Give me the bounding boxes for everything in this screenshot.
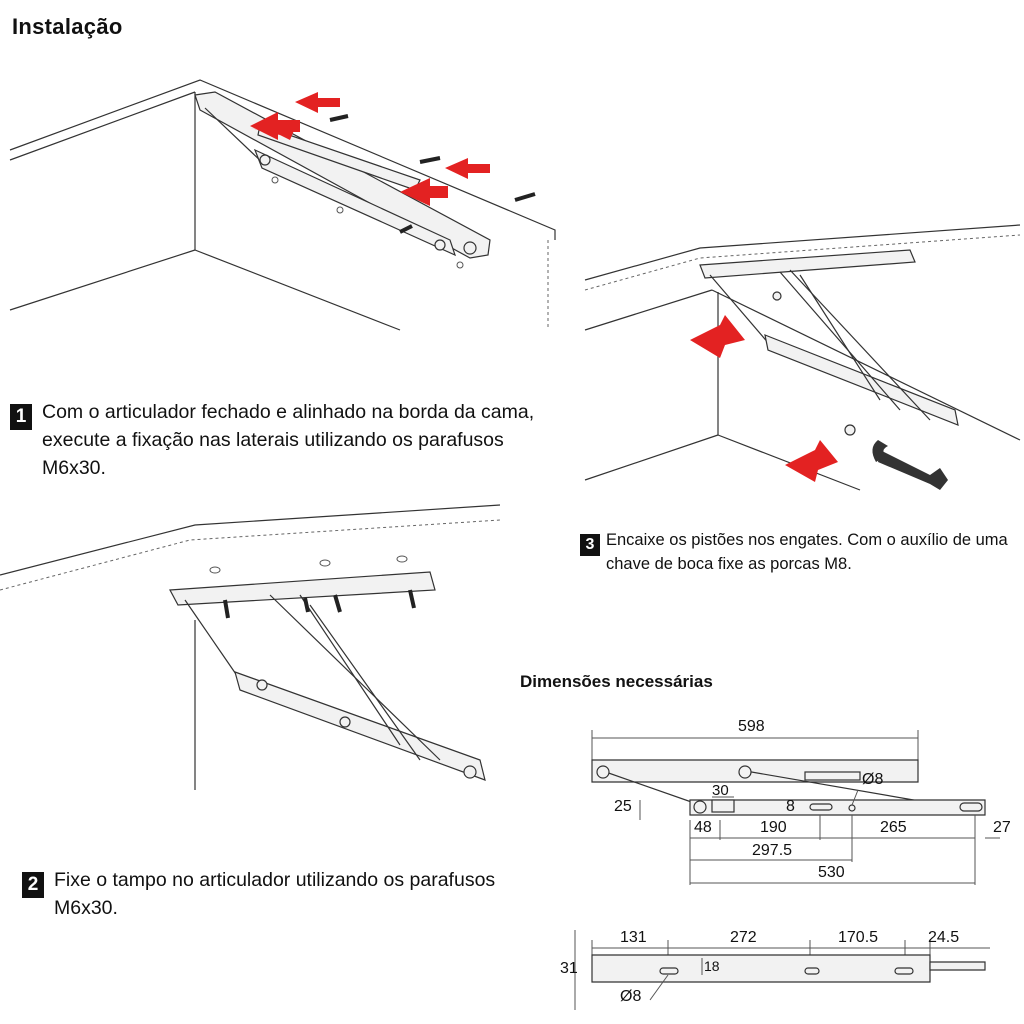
bracket-rail — [699, 249, 916, 279]
dim-span-2: 530 — [818, 864, 845, 881]
scene-2-lid — [0, 504, 501, 790]
dimension-diagram-top — [591, 730, 1000, 885]
dim-b-seg-b: 272 — [730, 929, 757, 946]
arrow-icon — [250, 92, 490, 206]
dim-b-height: 31 — [560, 960, 578, 977]
scene-3-pistons — [584, 224, 1021, 491]
dimensions-title: Dimensões necessárias — [520, 672, 713, 691]
arrow-icon — [690, 315, 838, 482]
dim-b-seg-a: 131 — [620, 929, 647, 946]
dim-b-seg-c: 170.5 — [838, 929, 879, 946]
dim-offset: 8 — [786, 798, 795, 815]
page-title: Instalação — [12, 14, 123, 39]
dim-slot-width: 30 — [712, 782, 729, 799]
step-1-badge: 1 — [10, 404, 32, 430]
dim-b-hole: Ø8 — [620, 988, 642, 1005]
step-2-text: Fixe o tampo no articulador utilizando o… — [54, 869, 496, 919]
dim-seg-a: 48 — [694, 819, 712, 836]
dim-span-1: 297.5 — [752, 842, 793, 859]
step-3-badge: 3 — [580, 534, 600, 556]
bracket-rail — [169, 571, 436, 606]
dim-b-seg-d: 24.5 — [928, 929, 960, 946]
step-3-text: Encaixe os pistões nos engates. Com o au… — [606, 531, 1008, 573]
step-1-text: Com o articulador fechado e alinhado na … — [42, 401, 535, 479]
dim-b-slot: 18 — [704, 958, 720, 974]
dim-seg-b: 190 — [760, 819, 787, 836]
dim-hole-top: Ø8 — [862, 771, 884, 788]
dim-seg-c: 265 — [880, 819, 907, 836]
dim-height-top: 25 — [614, 798, 632, 815]
dim-seg-d: 27 — [993, 819, 1011, 836]
screw-icon — [329, 114, 536, 234]
wrench-icon — [872, 440, 948, 490]
scene-1-bed-frame — [9, 79, 556, 331]
step-2-badge: 2 — [22, 872, 44, 898]
dim-overall: 598 — [738, 718, 765, 735]
screw-icon — [223, 589, 416, 619]
dimension-diagram-bottom — [574, 930, 990, 1010]
